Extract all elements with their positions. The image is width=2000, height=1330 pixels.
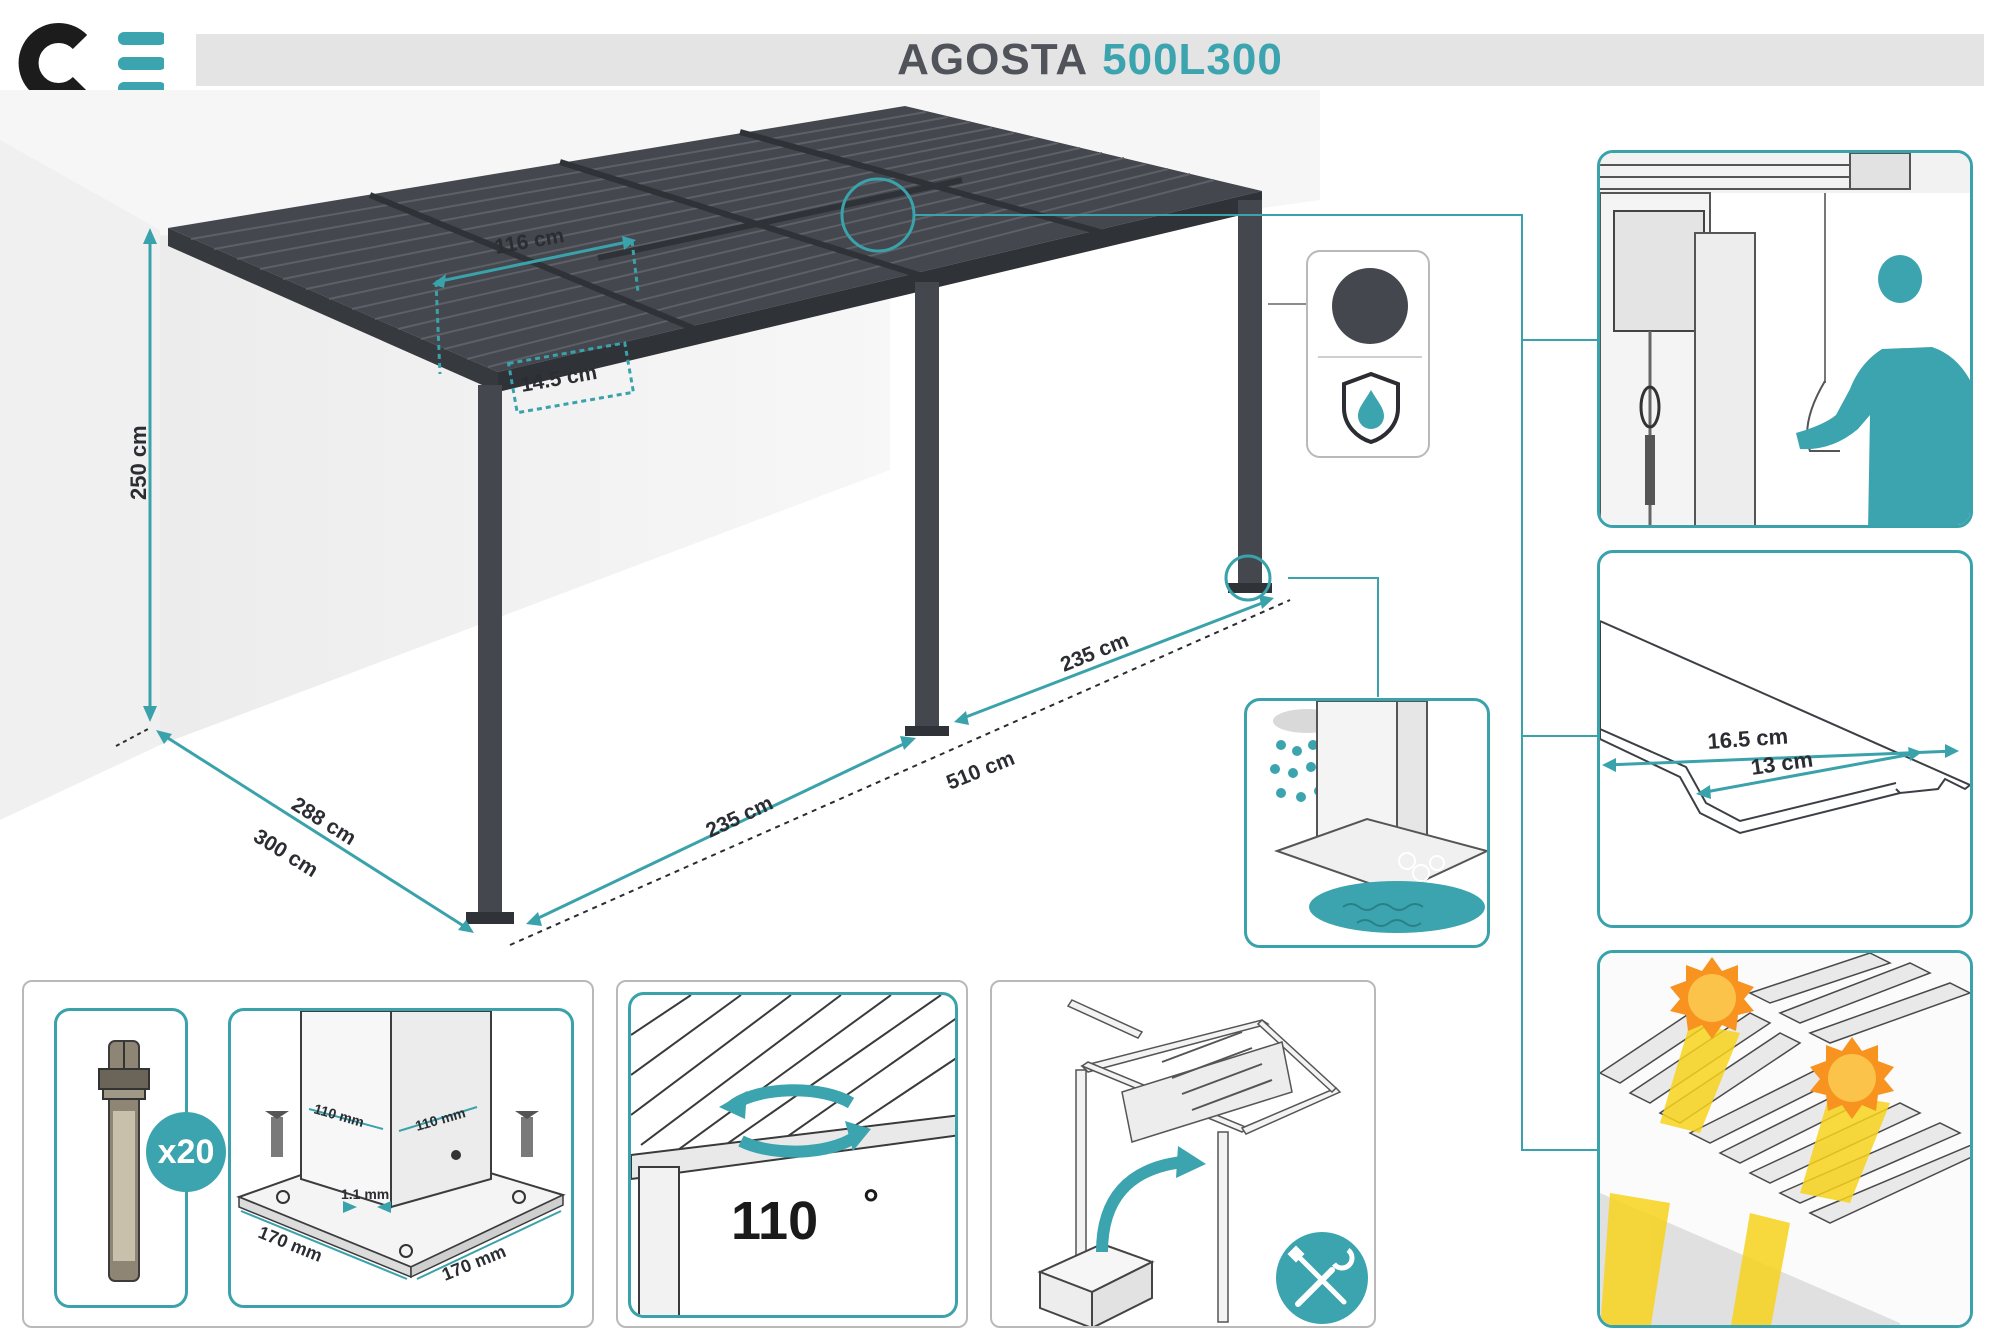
dim-plate-thickness: 1.1 mm [341, 1186, 389, 1202]
rotation-group: 110 ° [616, 980, 968, 1328]
sun-icon-1 [1670, 957, 1754, 1039]
rotation-panel: 110 ° [628, 992, 958, 1318]
unbox-arrow-icon [1096, 1156, 1183, 1253]
assembly-panel [990, 980, 1376, 1328]
color-swatch [1332, 268, 1408, 344]
post-front-left [478, 385, 502, 920]
sun-shade-panel [1597, 950, 1973, 1328]
post-front-middle [915, 282, 939, 732]
base-plate-panel: 110 mm 110 mm 1.1 mm 170 mm 170 mm [228, 1008, 574, 1308]
dim-span-back: 235 cm [1057, 629, 1132, 677]
water-shield-icon [1342, 371, 1400, 445]
drainage-panel [1244, 698, 1490, 948]
dim-span-front: 235 cm [702, 792, 776, 843]
anchor-quantity-badge: x20 [146, 1112, 226, 1192]
crank-panel [1597, 150, 1973, 528]
pergola-illustration: 116 cm 14.5 cm 250 cm 288 cm 300 cm 235 … [0, 90, 1320, 946]
feature-box [1306, 250, 1430, 458]
louvre-profile-panel: 16.5 cm 13 cm [1597, 550, 1973, 928]
rotation-unit: ° [863, 1182, 879, 1226]
user-silhouette [1796, 255, 1970, 525]
dim-height: 250 cm [126, 425, 151, 500]
dim-length-total: 510 cm [943, 747, 1018, 795]
pergola-roof [168, 106, 1262, 372]
dim-depth-outer: 300 cm [249, 825, 322, 882]
back-wall [160, 235, 890, 745]
rotation-angle: 110 [731, 1191, 818, 1251]
anchor-plate-group: x20 110 mm 110 mm 1.1 mm 170 mm 170 mm [22, 980, 594, 1328]
sun-icon-2 [1810, 1037, 1894, 1119]
product-name: AGOSTA [897, 35, 1089, 84]
post-back-right [1238, 200, 1262, 590]
title-bar: AGOSTA 500L300 [196, 34, 1984, 86]
dim-profile-outer: 16.5 cm [1707, 723, 1789, 754]
product-model: 500L300 [1102, 35, 1283, 84]
tools-icon [1276, 1232, 1368, 1324]
